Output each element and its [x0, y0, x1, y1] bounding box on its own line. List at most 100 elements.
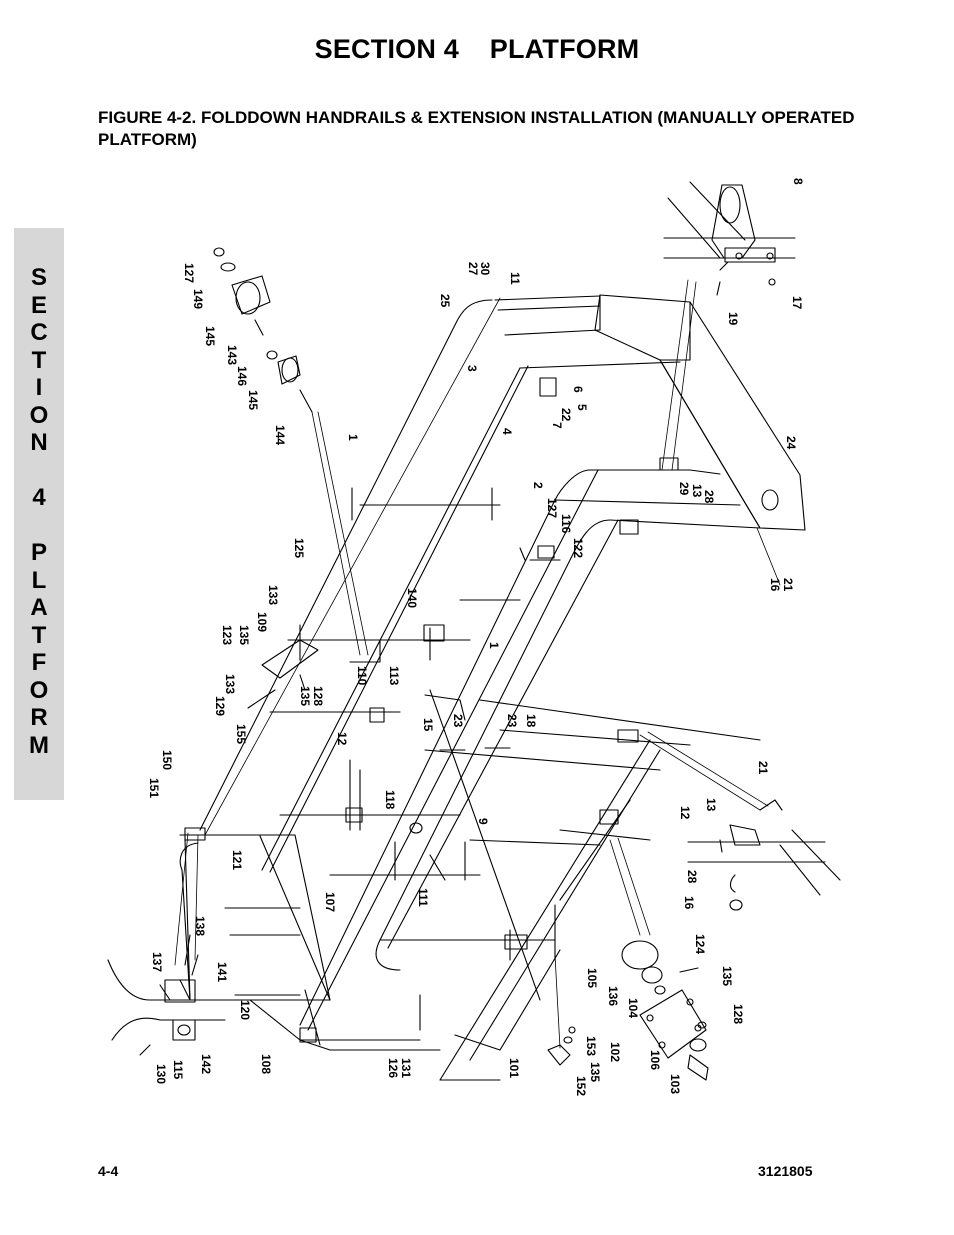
callout-127-mid: 127	[545, 498, 559, 518]
callout-152: 152	[574, 1076, 588, 1096]
callout-133-upper: 133	[266, 585, 280, 605]
side-tab-letter: 4	[32, 484, 46, 511]
callout-18: 18	[524, 714, 538, 728]
callout-113: 113	[387, 666, 401, 686]
callout-110: 110	[355, 666, 369, 686]
side-tab: S E C T I O N 4 P L A T F O R M	[14, 228, 64, 800]
callout-138: 138	[193, 916, 207, 936]
callout-11: 11	[508, 272, 522, 285]
callout-105: 105	[585, 968, 599, 988]
side-tab-letter: C	[30, 319, 48, 346]
callout-155: 155	[234, 724, 248, 744]
callout-29: 29	[677, 482, 691, 496]
callout-13-upper: 13	[690, 484, 704, 498]
callout-141: 141	[215, 962, 229, 982]
callout-28-lower: 28	[685, 870, 699, 884]
callout-123: 123	[220, 625, 234, 645]
side-tab-letter: O	[29, 401, 49, 429]
callout-28-upper: 28	[702, 490, 716, 504]
side-tab-letters: S E C T I O N 4 P L A T F O R M	[14, 264, 64, 759]
callout-1-lower: 1	[487, 642, 501, 649]
callout-21-lower: 21	[756, 761, 770, 775]
callout-115: 115	[171, 1060, 185, 1080]
callout-127-top: 127	[182, 263, 196, 283]
callout-150: 150	[160, 750, 174, 770]
callout-135-upper: 135	[237, 625, 251, 645]
callout-120: 120	[238, 1000, 252, 1020]
footer-document-number: 3121805	[758, 1163, 813, 1179]
callout-25: 25	[438, 294, 452, 308]
callout-30: 30	[478, 262, 492, 276]
callout-121: 121	[230, 850, 244, 870]
callout-8: 8	[791, 178, 805, 185]
callout-128-mid: 128	[311, 686, 325, 706]
side-tab-letter: O	[29, 676, 49, 704]
callout-135-bottom: 135	[588, 1062, 602, 1082]
callout-151: 151	[147, 778, 161, 798]
footer-page-number: 4-4	[98, 1163, 119, 1179]
callout-108: 108	[259, 1054, 273, 1074]
callout-133-lower: 133	[223, 674, 237, 694]
callout-104: 104	[626, 998, 640, 1018]
callout-106: 106	[648, 1050, 662, 1070]
callout-21-upper: 21	[781, 578, 795, 592]
callout-153: 153	[584, 1036, 598, 1056]
callout-13-lower: 13	[704, 798, 718, 812]
callout-23-left: 23	[451, 714, 465, 728]
callout-118: 118	[383, 790, 397, 810]
callout-2: 2	[531, 482, 545, 489]
side-tab-letter: P	[30, 539, 47, 566]
callout-122: 122	[571, 538, 585, 558]
callout-6: 6	[571, 386, 585, 393]
callout-107: 107	[323, 892, 337, 912]
callout-131: 131	[399, 1058, 413, 1078]
figure-title: FIGURE 4-2. FOLDDOWN HANDRAILS & EXTENSI…	[98, 108, 855, 149]
side-tab-letter: F	[31, 649, 47, 676]
callout-101: 101	[507, 1058, 521, 1078]
callout-17: 17	[790, 296, 804, 310]
callout-128-right: 128	[731, 1004, 745, 1024]
callout-109: 109	[255, 612, 269, 632]
callout-19: 19	[726, 312, 740, 326]
callout-5: 5	[575, 404, 589, 411]
callout-137: 137	[150, 952, 164, 972]
callout-23-right: 23	[505, 714, 519, 728]
callout-135-right: 135	[720, 966, 734, 986]
callout-15: 15	[421, 718, 435, 732]
side-tab-letter: N	[30, 429, 48, 456]
callout-111: 111	[416, 888, 430, 907]
side-tab-letter: M	[29, 731, 49, 759]
callout-145-lower: 145	[246, 390, 260, 410]
callout-4: 4	[500, 428, 514, 435]
callout-129: 129	[213, 696, 227, 716]
side-tab-letter: A	[30, 594, 48, 621]
side-tab-letter: L	[31, 566, 47, 594]
callout-144: 144	[273, 425, 287, 445]
detail-top-right	[661, 181, 796, 471]
detail-right-middle	[639, 527, 841, 911]
callout-136: 136	[606, 986, 620, 1006]
callout-143: 143	[225, 345, 239, 365]
callout-145-top: 145	[203, 326, 217, 346]
detail-bottom-left	[107, 832, 231, 1056]
side-tab-letter: S	[30, 264, 47, 291]
callout-22: 22	[559, 408, 573, 422]
callout-16-lower: 16	[682, 896, 696, 910]
callout-135-mid: 135	[298, 686, 312, 706]
bumper-parts-stack	[213, 247, 369, 656]
side-tab-letter: T	[31, 621, 47, 649]
callout-146: 146	[235, 366, 249, 386]
callout-126: 126	[386, 1058, 400, 1078]
callout-130: 130	[154, 1064, 168, 1084]
callout-149: 149	[191, 289, 205, 309]
callout-24: 24	[784, 436, 798, 450]
callout-140: 140	[405, 588, 419, 608]
section-title: SECTION 4 PLATFORM	[314, 34, 640, 64]
callout-27: 27	[466, 262, 480, 276]
detail-bottom-right	[547, 837, 709, 1081]
callout-102: 102	[608, 1042, 622, 1062]
side-tab-letter: R	[30, 704, 48, 731]
callout-3: 3	[465, 365, 479, 372]
platform-frame	[179, 294, 806, 1081]
